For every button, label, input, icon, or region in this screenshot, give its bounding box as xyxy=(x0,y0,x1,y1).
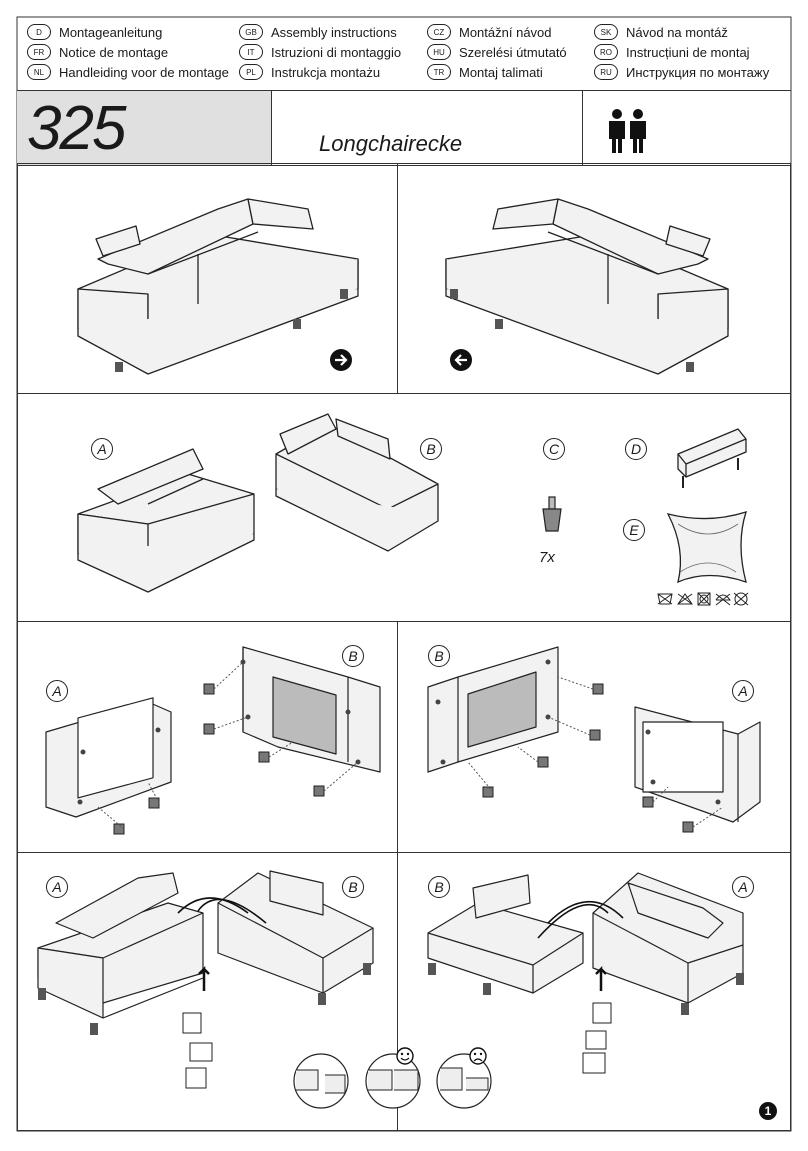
foot-part-c-icon xyxy=(542,496,562,532)
lang-code-badge: CZ xyxy=(427,24,451,40)
product-name: Longchairecke xyxy=(319,131,463,156)
panel-sofa-left-version xyxy=(397,163,791,394)
part-a-drawing xyxy=(77,448,255,593)
lang-text: Instrucțiuni de montaj xyxy=(626,44,750,60)
language-list: D Montageanleitung GB Assembly instruction… xyxy=(17,20,791,88)
arrow-right-icon xyxy=(330,349,352,371)
lang-code-badge: IT xyxy=(239,44,263,60)
lang-text: Szerelési útmutató xyxy=(459,44,567,60)
lang-text: Montážní návod xyxy=(459,24,552,40)
lang-text: Montageanleitung xyxy=(59,24,163,40)
connect-right-drawing xyxy=(37,870,374,1089)
lang-code-badge: HU xyxy=(427,44,451,60)
bolster-part-d-drawing xyxy=(677,428,747,488)
lang-text: Инструкция по монтажу xyxy=(626,64,770,80)
pillow-part-e-drawing xyxy=(666,511,747,584)
part-label-a: A xyxy=(732,876,754,898)
part-label-a: A xyxy=(732,680,754,702)
lang-text: Montaj talimati xyxy=(459,64,543,80)
header-bar: 325 Longchairecke xyxy=(17,90,791,166)
model-number: 325 xyxy=(27,94,126,163)
lang-code-badge: GB xyxy=(239,24,263,40)
lang-item: TR Montaj talimati xyxy=(427,64,543,80)
part-c-quantity: 7x xyxy=(539,549,555,566)
lang-item: GB Assembly instructions xyxy=(239,24,397,40)
arrow-left-icon xyxy=(450,349,472,371)
lang-item: PL Instrukcja montażu xyxy=(239,64,380,80)
panel-sofa-right-version xyxy=(17,163,398,394)
lang-item: CZ Montážní návod xyxy=(427,24,552,40)
panel-connect-right xyxy=(17,852,398,1131)
part-label-b: B xyxy=(428,645,450,667)
part-label-c: C xyxy=(543,438,565,460)
lang-code-badge: SK xyxy=(594,24,618,40)
lang-code-badge: D xyxy=(27,24,51,40)
panel-feet-mount-right xyxy=(17,621,398,853)
lang-code-badge: PL xyxy=(239,64,263,80)
lang-item: NL Handleiding voor de montage xyxy=(27,64,229,80)
lang-text: Návod na montáž xyxy=(626,24,728,40)
care-symbols-icon xyxy=(657,592,749,606)
lang-code-badge: RO xyxy=(594,44,618,60)
lang-code-badge: NL xyxy=(27,64,51,80)
lang-item: RU Инструкция по монтажу xyxy=(594,64,769,80)
lang-item: D Montageanleitung xyxy=(27,24,162,40)
lang-item: IT Istruzioni di montaggio xyxy=(239,44,401,60)
part-label-a: A xyxy=(46,876,68,898)
part-b-drawing xyxy=(275,413,439,552)
lang-code-badge: RU xyxy=(594,64,618,80)
lang-text: Istruzioni di montaggio xyxy=(271,44,402,60)
part-label-b: B xyxy=(428,876,450,898)
panel-connect-left xyxy=(397,852,791,1131)
lang-item: SK Návod na montáž xyxy=(594,24,728,40)
sofa-right-drawing xyxy=(77,198,359,375)
sofa-left-drawing xyxy=(445,198,729,375)
panel-parts-overview xyxy=(17,393,791,622)
lang-code-badge: TR xyxy=(427,64,451,80)
part-label-b: B xyxy=(420,438,442,460)
lang-text: Instrukcja montażu xyxy=(271,64,381,80)
part-label-b: B xyxy=(342,876,364,898)
lang-code-badge: FR xyxy=(27,44,51,60)
lang-text: Assembly instructions xyxy=(271,24,397,40)
lang-item: FR Notice de montage xyxy=(27,44,168,60)
lang-text: Handleiding voor de montage xyxy=(59,64,229,80)
part-label-a: A xyxy=(46,680,68,702)
part-label-b: B xyxy=(342,645,364,667)
feet-mount-left-drawing xyxy=(427,646,761,833)
feet-mount-right-drawing xyxy=(45,646,381,835)
lang-text: Notice de montage xyxy=(59,44,169,60)
lang-item: HU Szerelési útmutató xyxy=(427,44,567,60)
connect-left-drawing xyxy=(427,872,744,1074)
panel-feet-mount-left xyxy=(397,621,791,853)
part-label-a: A xyxy=(91,438,113,460)
part-label-e: E xyxy=(623,519,645,541)
lang-item: RO Instrucțiuni de montaj xyxy=(594,44,750,60)
two-persons-icon xyxy=(609,109,646,153)
part-label-d: D xyxy=(625,438,647,460)
persons-box xyxy=(582,91,792,165)
model-number-box: 325 xyxy=(17,91,272,165)
page-number: 1 xyxy=(759,1102,777,1120)
